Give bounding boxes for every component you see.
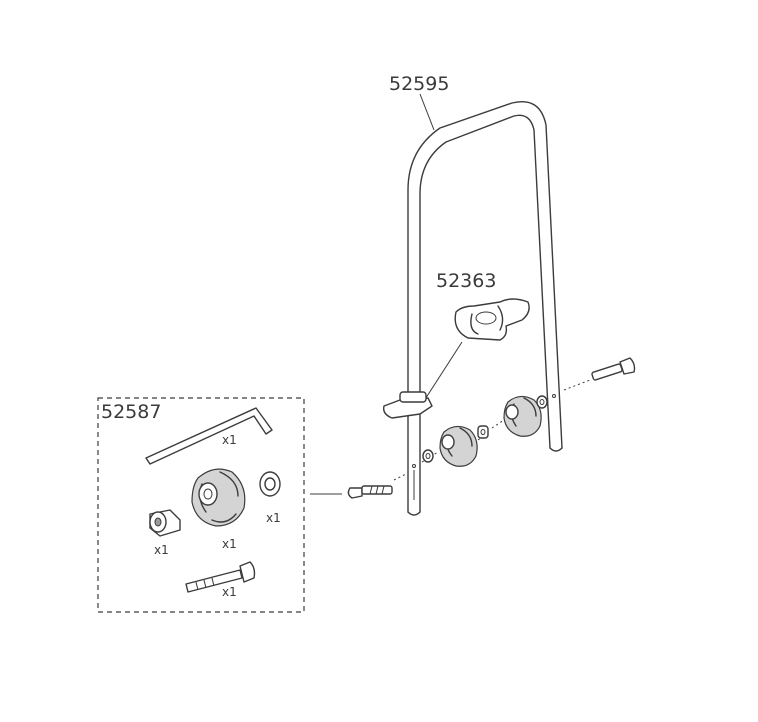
qty-bolt: x1 bbox=[222, 585, 237, 599]
part-number-52363: 52363 bbox=[436, 270, 496, 292]
part-number-52587: 52587 bbox=[101, 401, 161, 423]
qty-knob: x1 bbox=[222, 537, 237, 551]
assembly-hardware bbox=[347, 357, 636, 499]
knob-left bbox=[439, 425, 478, 467]
qty-spacer: x1 bbox=[154, 543, 169, 557]
kit-spacer bbox=[149, 509, 181, 537]
hex-key bbox=[145, 407, 273, 465]
leader-line-52363 bbox=[421, 341, 463, 405]
kit-washer bbox=[259, 471, 281, 497]
kit-knob bbox=[191, 468, 246, 527]
knob-right bbox=[503, 395, 542, 437]
mounted-clamp bbox=[382, 391, 433, 419]
clamp-52363 bbox=[454, 298, 530, 341]
qty-washer: x1 bbox=[266, 511, 281, 525]
kit-52587-box bbox=[97, 397, 305, 613]
part-number-52595: 52595 bbox=[389, 73, 449, 95]
qty-hex-key: x1 bbox=[222, 433, 237, 447]
leader-line-52595 bbox=[419, 93, 435, 131]
kit-bolt bbox=[185, 561, 256, 593]
